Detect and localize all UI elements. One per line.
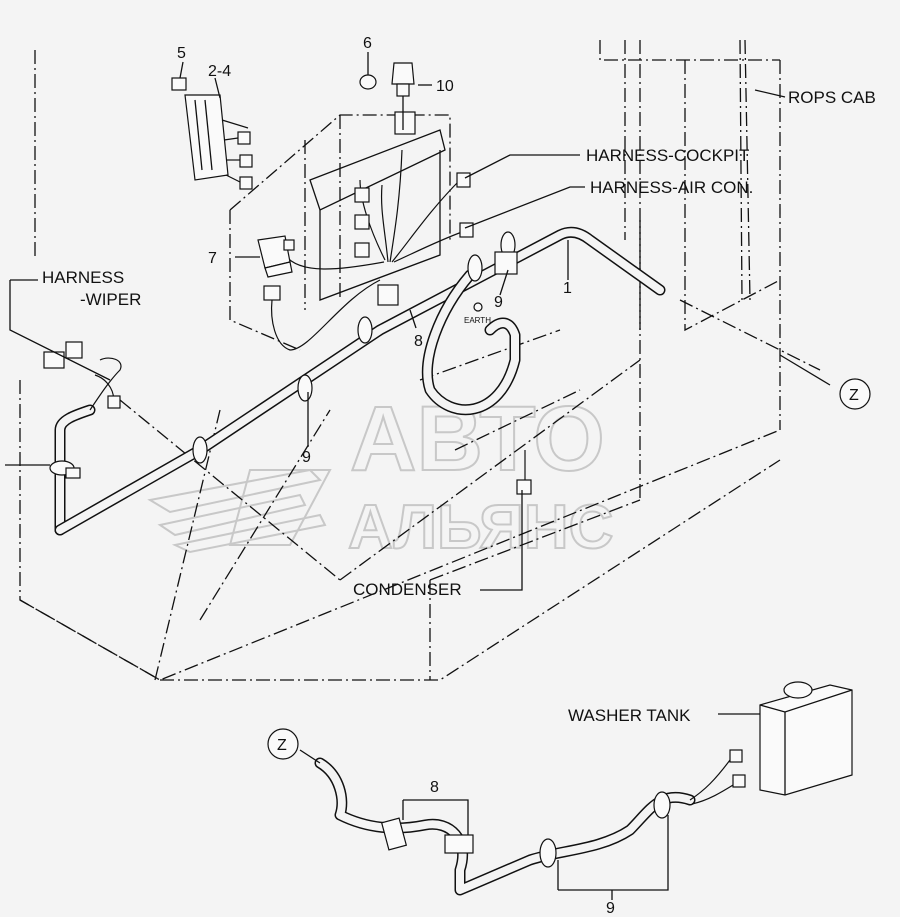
controller-part-2-4: [171, 77, 253, 190]
switch-part-10: [391, 62, 415, 130]
earth-terminal: [473, 302, 483, 312]
screw-part-5: [171, 77, 187, 91]
clamp: [539, 838, 557, 868]
leader-lines: [5, 52, 831, 900]
clamp-bracket: [377, 284, 399, 306]
watermark-line2: АЛЬЯНС: [348, 493, 613, 562]
callout-8-top: 8: [414, 333, 423, 350]
callout-2-4: 2-4: [208, 63, 231, 80]
cab-outline: [19, 39, 821, 681]
callout-5: 5: [177, 45, 186, 62]
label-condenser: CONDENSER: [353, 580, 462, 599]
clamp: [357, 316, 373, 344]
washer-tank: [759, 681, 853, 796]
z-marker-bottom: Z: [267, 728, 299, 760]
wiper-connector: [65, 341, 83, 359]
label-earth: EARTH: [464, 316, 491, 325]
callout-9-bottom: 9: [606, 900, 615, 917]
callout-9-a: 9: [494, 294, 503, 311]
hose-clamps-top: [49, 231, 518, 479]
wiper-connector: [107, 395, 121, 409]
label-rops-cab: ROPS CAB: [788, 88, 876, 107]
callout-8-bottom: 8: [430, 779, 439, 796]
clamp: [467, 254, 483, 282]
clamp-tab: [65, 467, 81, 479]
connector: [732, 774, 746, 788]
callout-6: 6: [363, 35, 372, 52]
panel-plate: [309, 129, 446, 211]
label-harness-cockpit: HARNESS-COCKPIT: [586, 146, 749, 165]
connector: [354, 187, 370, 203]
watermark-logo: [147, 468, 332, 554]
main-harness-hose: [54, 226, 666, 536]
connector: [729, 749, 743, 763]
z-label: Z: [849, 387, 859, 404]
label-washer-tank: WASHER TANK: [568, 706, 691, 725]
text-labels: ROPS CAB HARNESS-COCKPIT HARNESS-AIR CON…: [42, 88, 876, 725]
relay-connector: [263, 285, 281, 301]
callout-10: 10: [436, 78, 454, 95]
connector: [354, 242, 370, 258]
mount-plate: [394, 111, 416, 135]
relay-part-7: [257, 235, 295, 278]
clamp: [192, 436, 208, 464]
harness-cockpit-connector: [456, 172, 471, 188]
label-harness-aircon: HARNESS-AIR CON.: [590, 178, 753, 197]
clamp: [444, 834, 474, 854]
label-harness-wiper-2: -WIPER: [80, 290, 141, 309]
condenser-connector: [516, 479, 532, 495]
clamp: [653, 791, 671, 819]
callout-numbers: 1 2-4 5 6 7 8 8 9 9 9 10: [177, 35, 615, 917]
clamp: [297, 374, 313, 402]
z-marker-top: Z: [839, 378, 871, 410]
callout-9-b: 9: [302, 449, 311, 466]
nut-part-6: [359, 74, 377, 90]
z-label: Z: [277, 737, 287, 754]
clamp: [380, 817, 408, 851]
connector: [354, 214, 370, 230]
wiper-connector: [43, 351, 65, 369]
clamp-bracket: [494, 251, 518, 275]
bottom-harness-hose: [314, 749, 746, 896]
callout-1: 1: [563, 280, 572, 297]
label-harness-wiper-1: HARNESS: [42, 268, 124, 287]
callout-7: 7: [208, 250, 217, 267]
